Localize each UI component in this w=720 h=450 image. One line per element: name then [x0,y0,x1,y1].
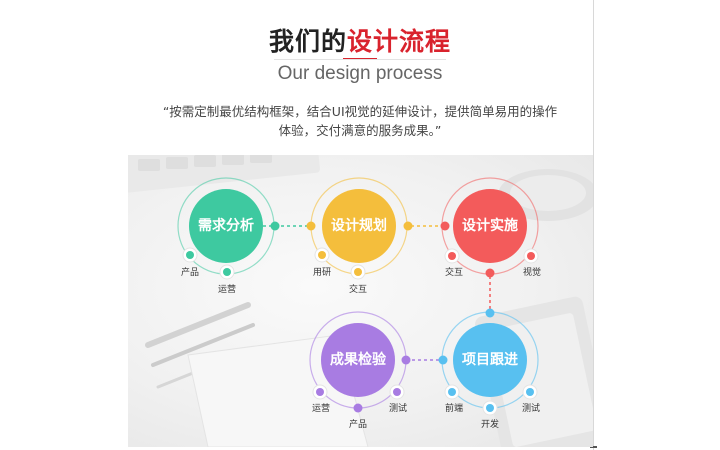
step-node-1 [177,177,280,280]
right-divider-line [593,0,594,450]
step-5-tag-1: 运营 [311,404,330,414]
step-4-tag-2: 开发 [480,420,499,430]
step-node-2 [306,177,413,280]
step-3-tag-1: 交互 [444,268,463,278]
intro-line-1: “按需定制最优结构框架，结合UI视觉的延伸设计，提供简单易用的操作 [162,104,558,119]
title-accent: 设计流程 [347,27,452,56]
step-label-1: 需求分析 [198,218,254,234]
right-divider-tick [590,446,597,448]
step-node-4 [438,308,539,416]
step-4-tag-1: 前端 [444,404,463,414]
step-label-2: 设计规划 [331,218,387,234]
step-node-5 [309,311,411,413]
intro-quote: “按需定制最优结构框架，结合UI视觉的延伸设计，提供简单易用的操作 体验，交付满… [150,102,570,140]
step-2-tag-2: 交互 [348,285,367,295]
title-prefix: 我们的 [268,27,347,56]
title-divider [274,59,446,60]
step-5-tag-2: 产品 [348,420,367,430]
step-label-4: 项目跟进 [462,352,518,368]
page-subtitle: Our design process [277,63,443,84]
step-5-tag-3: 测试 [388,404,407,414]
step-2-tag-1: 用研 [312,268,331,278]
page-title: 我们的设计流程 [0,22,720,58]
step-label-5: 成果检验 [330,352,386,368]
intro-line-2: 体验，交付满意的服务成果。” [278,123,442,138]
step-4-tag-3: 测试 [521,404,540,414]
step-label-3: 设计实施 [462,218,518,234]
desk-decoration [128,155,593,447]
step-3-tag-2: 视觉 [522,268,541,278]
step-1-tag-1: 产品 [180,268,199,278]
step-node-3 [440,177,539,278]
step-1-tag-2: 运营 [217,285,236,295]
